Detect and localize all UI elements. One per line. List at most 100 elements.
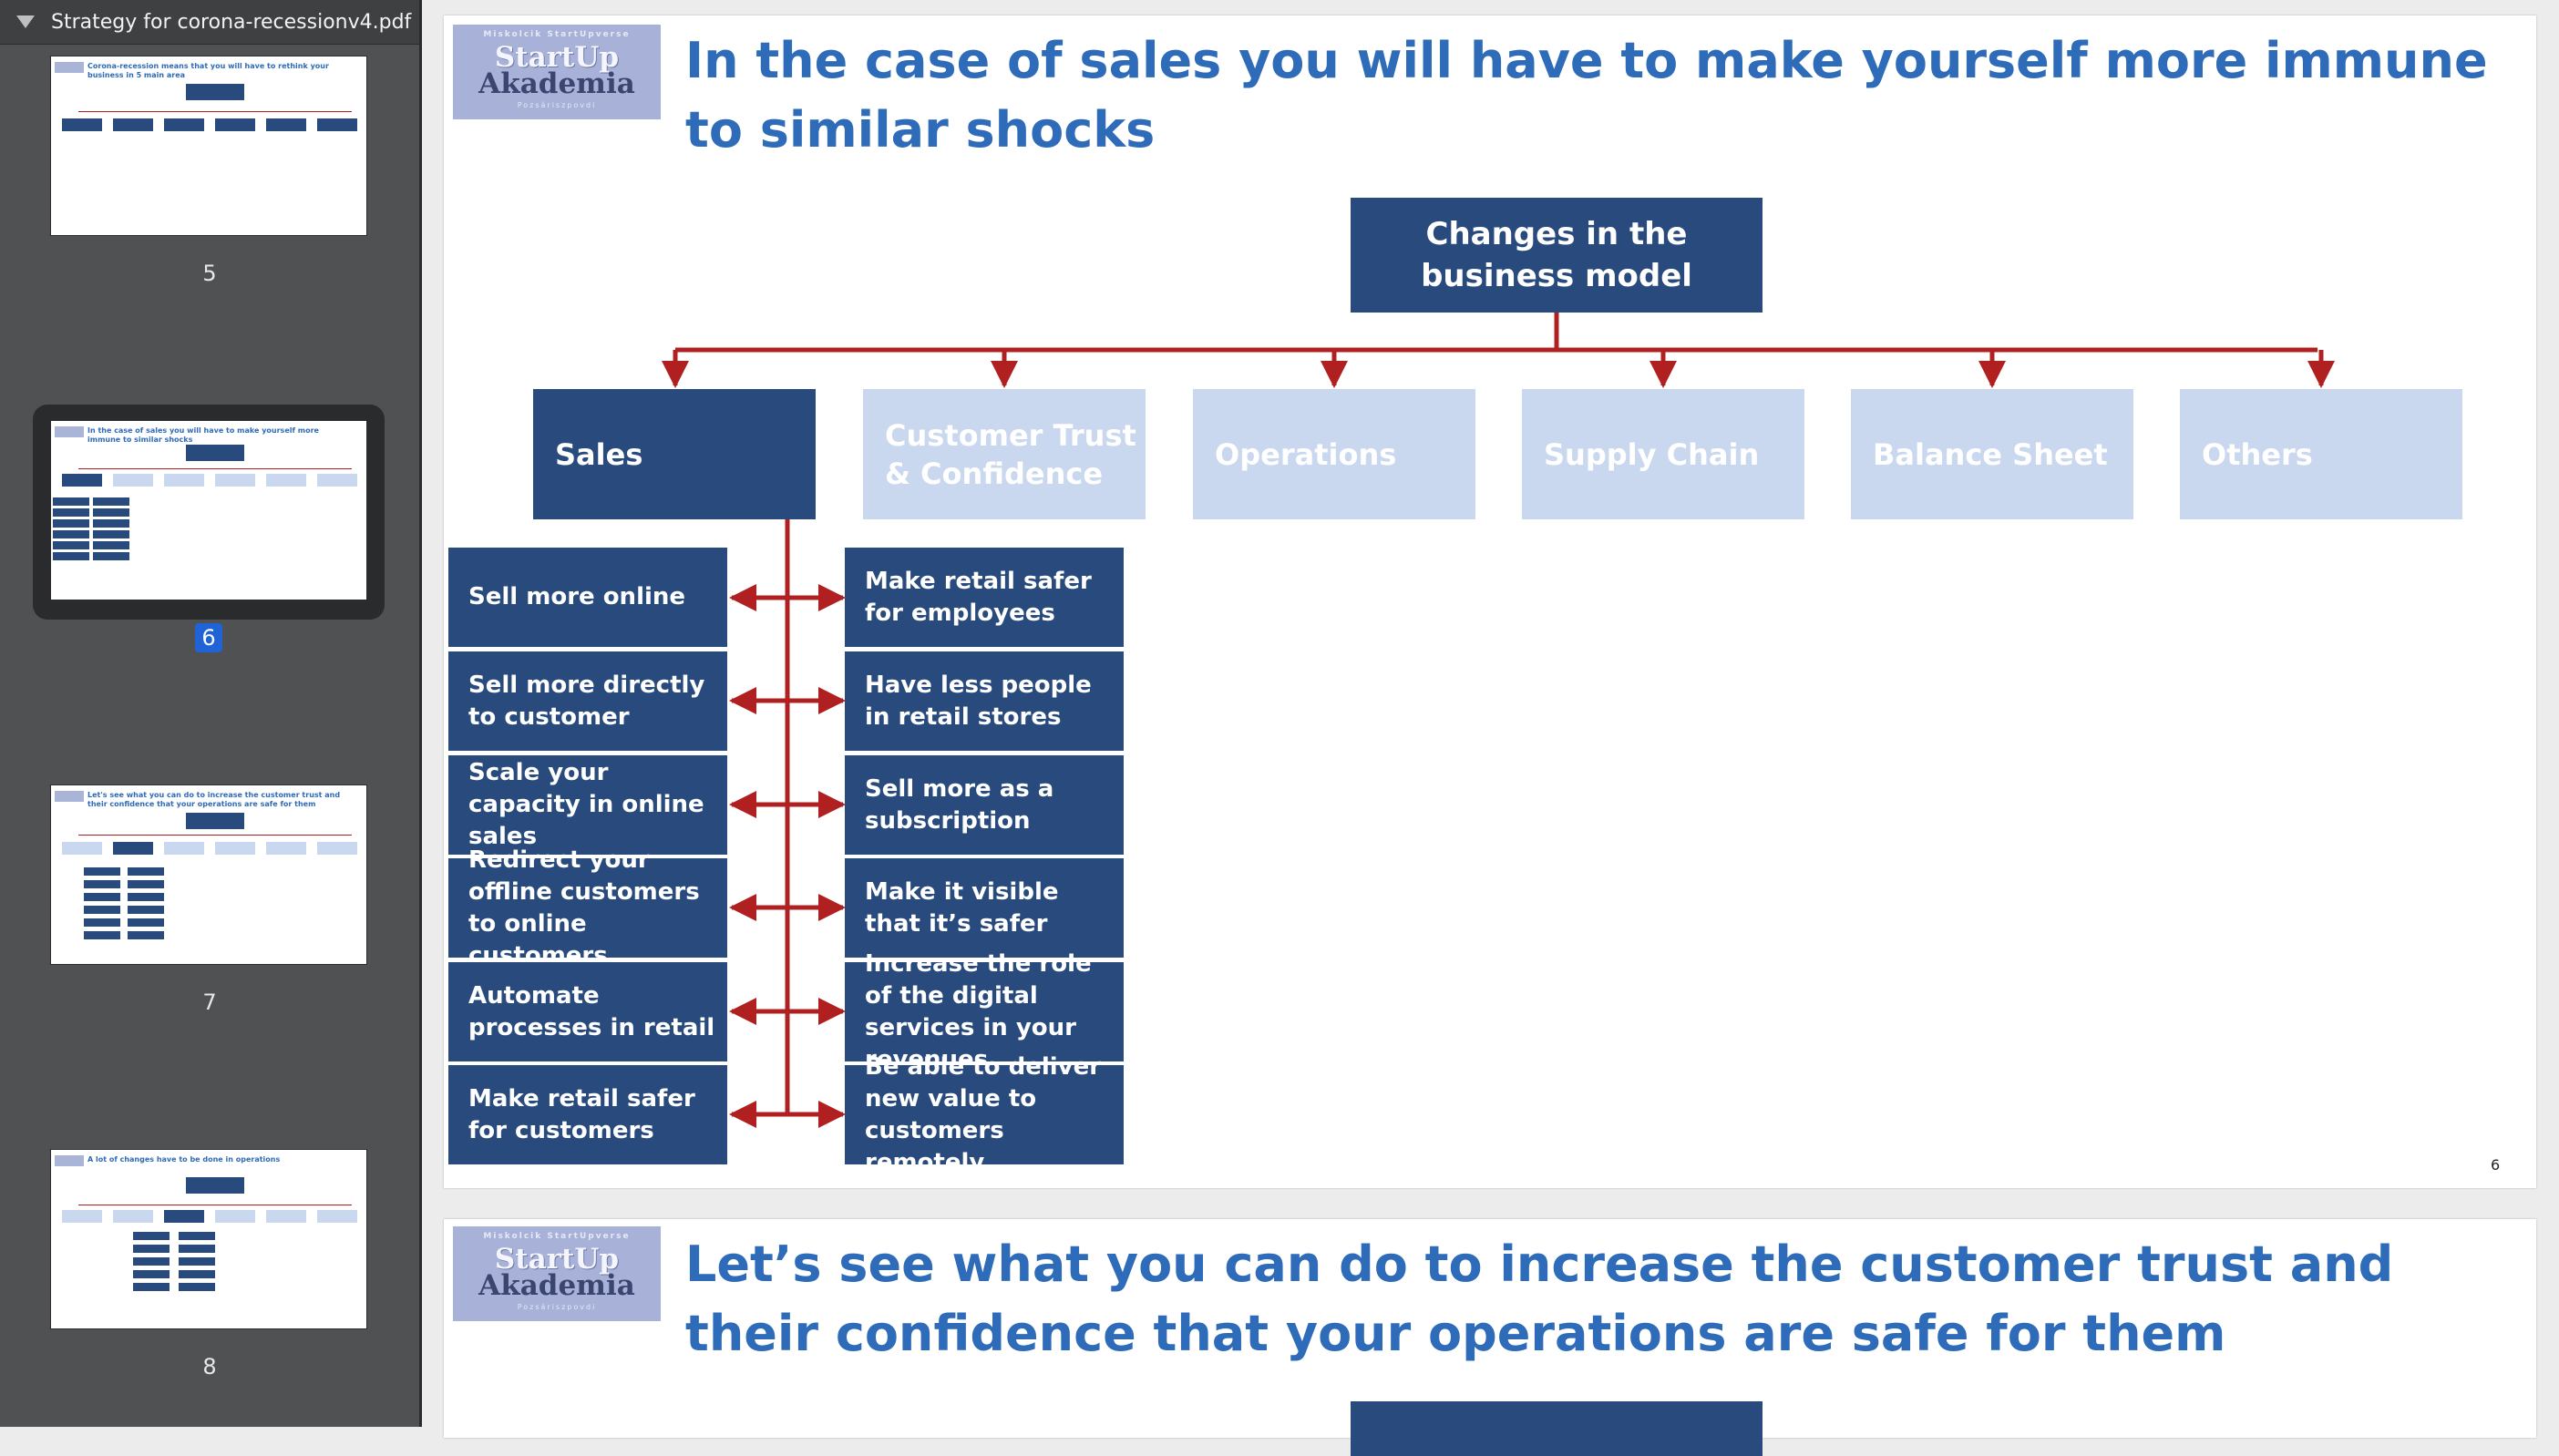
category-balance-sheet: Balance Sheet (1851, 389, 2133, 519)
thumb-leaf (179, 1270, 215, 1278)
right-action-4: Make it visible that it’s safer (845, 858, 1124, 958)
thumb-box (266, 474, 306, 487)
left-action-3: Scale your capacity in online sales (448, 755, 727, 855)
thumb-box (164, 842, 204, 855)
thumb-leaf (133, 1232, 170, 1240)
thumb-leaf (128, 931, 164, 939)
logo-bottom-text: Pozsáriszpovdi (517, 101, 597, 109)
logo-line-2: Akademia (478, 67, 635, 100)
thumb-leaf (93, 552, 129, 560)
thumb-box (113, 118, 153, 131)
thumb-logo (55, 791, 84, 802)
right-action-3: Sell more as a subscription (845, 755, 1124, 855)
left-action-2: Sell more directly to customer (448, 651, 727, 751)
thumb-leaf (133, 1245, 170, 1253)
right-action-5: Increase the role of the digital service… (845, 950, 1124, 1073)
thumb-leaf (93, 519, 129, 528)
left-action-5: Automate processes in retail (448, 962, 727, 1061)
slide-page-number: 6 (2491, 1156, 2501, 1174)
page-number-8[interactable]: 8 (202, 1354, 217, 1379)
thumb-leaf (53, 497, 89, 506)
logo-line-1: StartUp (494, 41, 620, 74)
thumb-box (215, 474, 255, 487)
thumb-root-box (186, 445, 244, 461)
left-action-6: Make retail safer for customers (448, 1065, 727, 1164)
root-box (1351, 1401, 1763, 1456)
thumb-leaf (93, 541, 129, 549)
thumbnail-page-5[interactable]: Corona-recession means that you will hav… (51, 56, 366, 235)
thumb-leaf (53, 519, 89, 528)
thumb-leaf (128, 880, 164, 888)
logo-line-2: Akademia (478, 1269, 635, 1302)
thumb-leaf (84, 867, 120, 876)
logo-bottom-text: Pozsáriszpovdi (517, 1303, 597, 1311)
thumb-leaf (84, 893, 120, 901)
thumb-box (113, 474, 153, 487)
thumb-leaf (84, 906, 120, 914)
page-number-7[interactable]: 7 (202, 989, 217, 1015)
thumb-box (113, 1210, 153, 1223)
category-operations: Operations (1193, 389, 1475, 519)
thumb-box (113, 842, 153, 855)
thumb-leaf (179, 1245, 215, 1253)
thumb-leaf (128, 867, 164, 876)
thumb-box (215, 1210, 255, 1223)
thumb-leaf (179, 1232, 215, 1240)
pdf-page-6: Miskolcik StartUpverse StartUp Akademia … (444, 15, 2536, 1188)
thumb-box (317, 474, 357, 487)
left-action-4: Redirect your offline customers to onlin… (448, 846, 727, 969)
category-sales: Sales (533, 389, 816, 519)
thumb-root-box (186, 84, 244, 100)
right-action-1: Make retail safer for employees (845, 548, 1124, 647)
thumb-box (62, 1210, 102, 1223)
thumbnail-page-6[interactable]: In the case of sales you will have to ma… (51, 421, 366, 600)
page-number-6-selected[interactable]: 6 (195, 623, 222, 652)
thumb-leaf (53, 530, 89, 538)
thumb-leaf (133, 1270, 170, 1278)
startup-akademia-logo: Miskolcik StartUpverse StartUp Akademia … (453, 1226, 661, 1321)
thumb-connector (78, 111, 352, 112)
thumb-box (164, 1210, 204, 1223)
disclosure-triangle-icon[interactable] (16, 15, 35, 28)
thumb-leaf (133, 1257, 170, 1266)
thumb-box (317, 842, 357, 855)
sidebar-header[interactable]: Strategy for corona-recessionv4.pdf (0, 0, 419, 45)
thumbnail-page-8[interactable]: A lot of changes have to be done in oper… (51, 1150, 366, 1328)
thumb-logo (55, 1155, 84, 1166)
logo-line-1: StartUp (494, 1243, 620, 1276)
thumb-connector (78, 468, 352, 469)
pdf-page-7: Miskolcik StartUpverse StartUp Akademia … (444, 1219, 2536, 1456)
thumb-connector (78, 835, 352, 836)
slide-title: In the case of sales you will have to ma… (685, 32, 2488, 159)
thumb-title: Let's see what you can do to increase th… (87, 791, 341, 808)
logo-top-text: Miskolcik StartUpverse (483, 30, 631, 39)
thumb-box (317, 118, 357, 131)
thumb-title: Corona-recession means that you will hav… (87, 62, 329, 79)
document-title: Strategy for corona-recessionv4.pdf (51, 10, 412, 34)
thumb-leaf (93, 530, 129, 538)
thumb-leaf (93, 497, 129, 506)
thumb-box (266, 842, 306, 855)
thumb-box (62, 118, 102, 131)
thumb-leaf (53, 541, 89, 549)
thumbnail-page-7[interactable]: Let's see what you can do to increase th… (51, 785, 366, 964)
logo-top-text: Miskolcik StartUpverse (483, 1232, 631, 1241)
thumb-box (266, 118, 306, 131)
thumb-root-box (186, 1177, 244, 1194)
thumb-leaf (133, 1283, 170, 1291)
thumb-logo (55, 62, 84, 73)
left-action-1: Sell more online (448, 548, 727, 647)
page-number-5[interactable]: 5 (202, 261, 217, 286)
thumb-leaf (84, 918, 120, 927)
thumb-box (164, 474, 204, 487)
category-customer-trust: Customer Trust & Confidence (863, 389, 1146, 519)
thumb-leaf (84, 931, 120, 939)
thumb-leaf (53, 508, 89, 517)
thumb-leaf (179, 1283, 215, 1291)
thumb-root-box (186, 813, 244, 829)
category-others: Others (2180, 389, 2462, 519)
thumb-leaf (179, 1257, 215, 1266)
thumb-leaf (128, 918, 164, 927)
thumb-title: A lot of changes have to be done in oper… (87, 1155, 281, 1164)
thumb-box (266, 1210, 306, 1223)
